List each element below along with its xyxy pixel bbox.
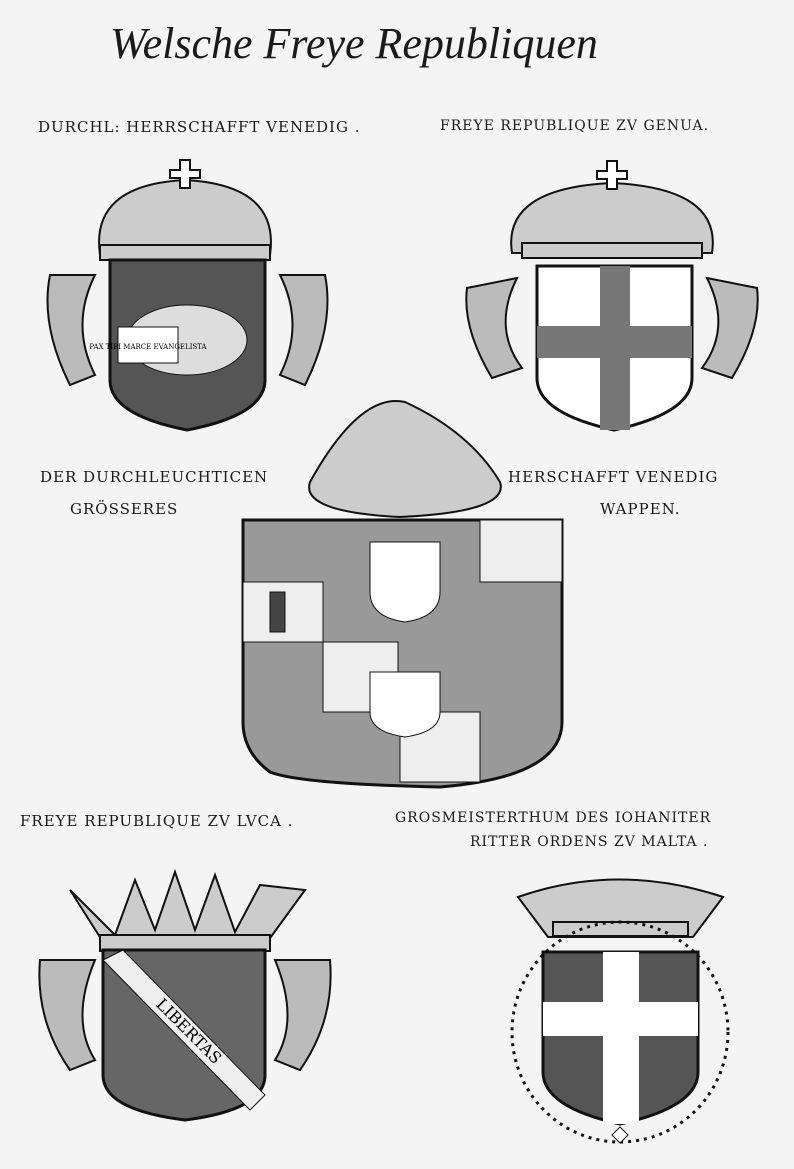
ducal-corno-icon	[308, 400, 502, 519]
inescutcheon-icon	[369, 541, 441, 623]
mantling-icon	[465, 276, 759, 380]
mantling-icon	[46, 274, 329, 387]
genoa-coat-of-arms	[465, 160, 759, 432]
crown-icon	[98, 159, 272, 261]
caption-large-left-1: DER DURCHLEUCHTICEN	[40, 468, 269, 486]
crown-icon	[510, 160, 714, 259]
caption-large-left-2: GRÖSSERES	[70, 500, 179, 518]
page-title: Welsche Freye Republiquen	[110, 19, 598, 68]
crown-icon	[69, 868, 307, 952]
cross-icon	[603, 952, 639, 1124]
caption-lucca: FREYE REPUBLIQUE ZV LVCA .	[20, 812, 294, 830]
rosary-icon	[510, 920, 730, 1144]
venice-greater-coat-of-arms	[241, 400, 564, 789]
caption-genoa: FREYE REPUBLIQUE ZV GENUA.	[440, 118, 710, 134]
caption-large-right-2: WAPPEN.	[600, 500, 681, 518]
crown-icon	[516, 878, 725, 938]
mantling-icon	[38, 959, 332, 1072]
bend-icon	[102, 949, 266, 1111]
caption-large-right-1: HERSCHAFFT VENEDIG	[508, 468, 719, 486]
malta-coat-of-arms	[510, 878, 730, 1144]
lucca-coat-of-arms: LIBERTAS	[38, 868, 332, 1122]
caption-venice: DURCHL: HERRSCHAFFT VENEDIG .	[38, 118, 361, 136]
caption-malta-1: GROSMEISTERTHUM DES IOHANITER	[395, 810, 712, 826]
venice-coat-of-arms: PAX TIBI MARCE EVANGELISTA	[46, 159, 329, 432]
caption-malta-2: RITTER ORDENS ZV MALTA .	[470, 834, 709, 850]
book-text: PAX TIBI MARCE EVANGELISTA	[89, 343, 207, 351]
